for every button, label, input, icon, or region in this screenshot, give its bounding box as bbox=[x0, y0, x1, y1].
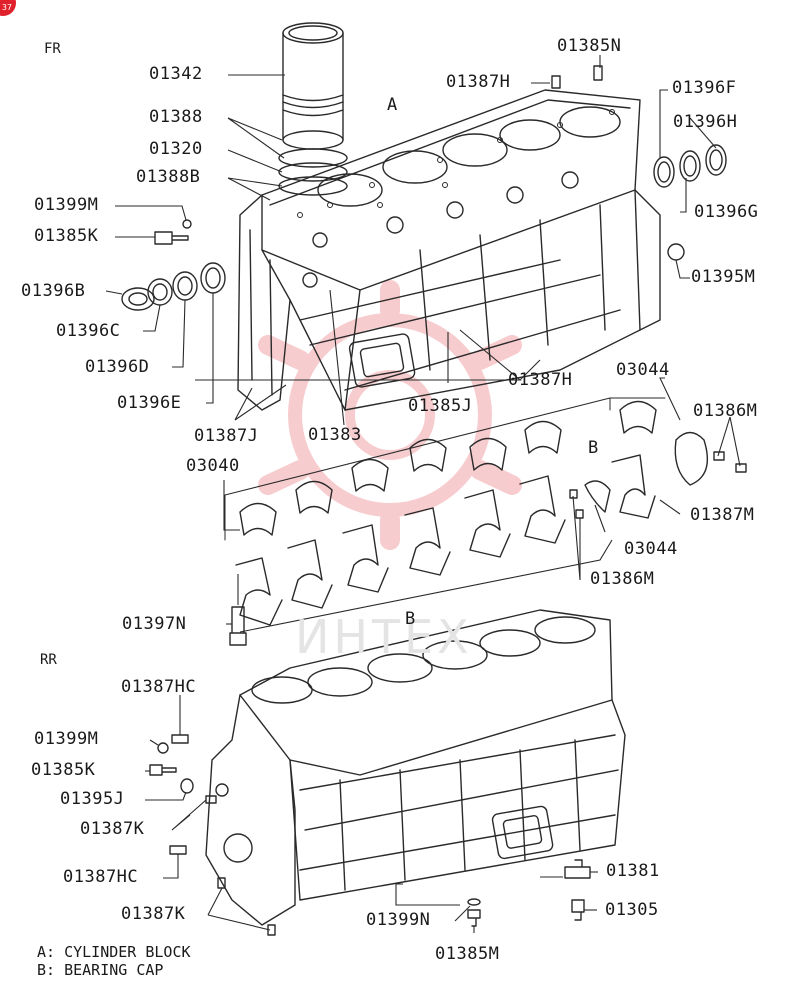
callout-a: A bbox=[387, 95, 398, 115]
part-label-01395m: 01395M bbox=[691, 267, 756, 287]
part-label-01385j: 01385J bbox=[408, 396, 473, 416]
part-label-01386m-bot: 01386M bbox=[590, 569, 655, 589]
bolt-and-washer-front bbox=[154, 219, 192, 245]
part-label-01342: 01342 bbox=[149, 64, 203, 84]
part-label-01399n: 01399N bbox=[366, 910, 431, 930]
legend-bearing-cap: B: BEARING CAP bbox=[37, 961, 164, 979]
part-label-01387hc-top: 01387HC bbox=[121, 677, 197, 697]
part-label-03044-top: 03044 bbox=[616, 360, 670, 380]
leader-lines bbox=[105, 55, 741, 933]
main-bearing-shells bbox=[239, 400, 657, 536]
part-label-03040: 03040 bbox=[186, 456, 240, 476]
camshaft-bushings-rear bbox=[653, 144, 727, 188]
part-label-01385n: 01385N bbox=[557, 36, 622, 56]
thrust-washers bbox=[584, 431, 708, 513]
part-label-01385k-bot: 01385K bbox=[31, 760, 96, 780]
dowel-01387h bbox=[551, 75, 561, 89]
part-label-01388b: 01388B bbox=[136, 167, 201, 187]
part-label-01396g: 01396G bbox=[694, 202, 759, 222]
elbow-fitting-01381 bbox=[564, 859, 591, 879]
dowel-01387hc-bot bbox=[169, 845, 187, 855]
part-label-01387h-mid: 01387H bbox=[508, 370, 573, 390]
bearing-cap-bolt bbox=[229, 606, 247, 646]
part-label-01396f: 01396F bbox=[672, 78, 737, 98]
bolt-01385k-rear bbox=[149, 764, 177, 776]
cylinder-liner bbox=[282, 22, 344, 150]
bolt-01305 bbox=[571, 899, 585, 921]
part-label-03044-bot: 03044 bbox=[624, 539, 678, 559]
part-label-01395j: 01395J bbox=[60, 789, 125, 809]
pin-01387k-mid bbox=[205, 795, 217, 804]
part-label-01385k-top: 01385K bbox=[34, 226, 99, 246]
watermark-text: ИНТЕХ bbox=[295, 610, 473, 664]
part-label-01387m: 01387M bbox=[690, 505, 755, 525]
bolt-01385m bbox=[467, 909, 481, 927]
plug-01395j bbox=[180, 778, 194, 794]
part-label-01399m-bot: 01399M bbox=[34, 729, 99, 749]
plug-01395m bbox=[667, 243, 685, 261]
page-number-badge: 37 bbox=[0, 0, 16, 16]
part-label-01396e: 01396E bbox=[117, 393, 182, 413]
cylinder-block-rear-view bbox=[205, 609, 626, 926]
watermark-gear-logo bbox=[258, 280, 522, 550]
part-label-01396d: 01396D bbox=[85, 357, 150, 377]
pin-01386m-b bbox=[735, 463, 747, 473]
part-label-01387k-mid: 01387K bbox=[80, 819, 145, 839]
part-label-01387h-top: 01387H bbox=[446, 72, 511, 92]
washer-01399n bbox=[467, 898, 481, 906]
bearing-caps bbox=[235, 454, 656, 626]
part-label-01383: 01383 bbox=[308, 425, 362, 445]
part-label-01387k-bot: 01387K bbox=[121, 904, 186, 924]
part-label-01396h: 01396H bbox=[673, 112, 738, 132]
part-label-01385m: 01385M bbox=[435, 944, 500, 964]
page-number-text: 37 bbox=[1, 3, 12, 12]
part-label-01387j: 01387J bbox=[194, 426, 259, 446]
part-label-01399m-top: 01399M bbox=[34, 195, 99, 215]
part-label-01396c: 01396C bbox=[56, 321, 121, 341]
part-label-01396b: 01396B bbox=[21, 281, 86, 301]
part-label-01397n: 01397N bbox=[122, 614, 187, 634]
callout-b-lower: B bbox=[405, 609, 416, 629]
pin-01386m-d bbox=[575, 509, 584, 519]
part-label-01305: 01305 bbox=[605, 900, 659, 920]
cylinder-block-front-view bbox=[237, 89, 661, 411]
part-label-01387hc-bot: 01387HC bbox=[63, 867, 139, 887]
part-label-01388: 01388 bbox=[149, 107, 203, 127]
front-view-label: FR bbox=[44, 41, 61, 57]
part-label-01386m-top: 01386M bbox=[693, 401, 758, 421]
rear-view-label: RR bbox=[40, 652, 57, 668]
dowel-01385n bbox=[593, 65, 603, 81]
part-label-01381: 01381 bbox=[606, 861, 660, 881]
washer-01399m-rear bbox=[157, 742, 169, 754]
dowel-01387hc-top bbox=[171, 734, 189, 744]
part-label-01320: 01320 bbox=[149, 139, 203, 159]
legend-cylinder-block: A: CYLINDER BLOCK bbox=[37, 943, 191, 961]
camshaft-bushings-front bbox=[121, 262, 226, 311]
callout-b: B bbox=[588, 438, 599, 458]
